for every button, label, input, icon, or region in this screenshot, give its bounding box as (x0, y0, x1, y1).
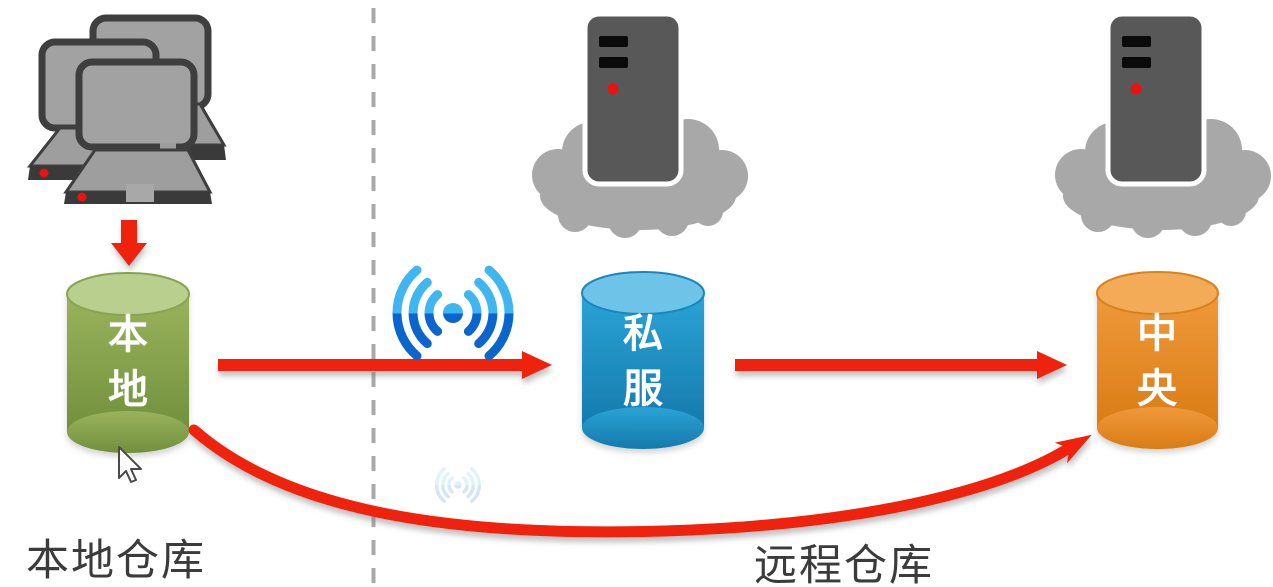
wifi-signal-icon (397, 270, 509, 356)
central-repo-cylinder (1096, 271, 1219, 449)
private-repo-label: 私服 (623, 311, 663, 412)
mouse-pointer-icon (118, 446, 142, 483)
wifi-signal-ghost-icon (435, 466, 481, 504)
remote-section-title: 远程仓库 (754, 541, 934, 587)
central-server-tower-icon (1108, 14, 1204, 184)
arrow-clients-to-local (111, 220, 147, 266)
arrow-private-to-central (735, 351, 1067, 379)
arrow-local-to-private (218, 351, 552, 379)
laptop-cluster-icon (26, 14, 227, 204)
private-repo-cylinder (581, 271, 705, 449)
local-section-title: 本地仓库 (26, 536, 206, 586)
central-repo-label: 中央 (1137, 311, 1177, 412)
local-repo-cylinder (66, 272, 190, 453)
local-repo-label: 本地 (108, 312, 148, 413)
arrow-local-to-central-curved (188, 424, 1092, 538)
private-server-tower-icon (585, 14, 681, 184)
flow-arrows (111, 220, 1092, 538)
